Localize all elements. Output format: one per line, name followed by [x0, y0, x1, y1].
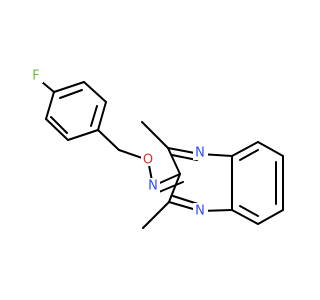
oxygen-label-bg: [141, 152, 155, 166]
bond-benzo-2: [257, 141, 284, 157]
ring-nitrogen-bottom-label: N: [195, 204, 205, 219]
bond-c3-c2: [167, 147, 181, 175]
diazepine-ring: [167, 147, 233, 212]
bond-benzo-inner-3: [239, 205, 259, 217]
bond-ring-a5: [45, 118, 69, 141]
bond-methyl-top: [141, 121, 169, 149]
fluorine-label-bg: [31, 69, 43, 83]
bond-benzo-5: [231, 209, 259, 225]
bond-c4-n5-inner: [172, 195, 199, 205]
bond-ring-a-inner-1: [59, 89, 83, 99]
bond-c2-n1-inner: [171, 154, 198, 161]
bond-c3-c4: [168, 173, 181, 203]
bond-benzo-inner-1: [239, 149, 259, 161]
ring-nitrogen-top-label-bg: [193, 145, 208, 160]
bond-ring-a2: [83, 81, 107, 103]
oxime-linker: [97, 129, 184, 193]
ring-nitrogen-bottom-label-bg: [193, 203, 208, 218]
oxygen-label: O: [143, 153, 153, 168]
ring-nitrogen-top-label: N: [195, 146, 205, 161]
bond-ring-a6: [45, 91, 55, 120]
fluorine-label: F: [32, 69, 39, 84]
bond-ring-a4: [67, 129, 99, 141]
bond-f-c: [41, 81, 55, 93]
bond-ring-ch2: [97, 129, 120, 151]
bond-methyl-bottom: [142, 201, 170, 229]
bond-ring-a3: [97, 101, 107, 131]
atom-labels: F O N N N: [31, 69, 208, 219]
structure-canvas: F O N N N: [31, 68, 284, 229]
imine-nitrogen-label-bg: [145, 178, 160, 193]
molecule-diagram: F O N N N: [31, 69, 284, 229]
bond-ring-a-inner-2: [90, 105, 98, 127]
bond-benzo-4: [257, 209, 284, 225]
bond-ring-a1: [53, 81, 85, 93]
fluorophenyl-ring: [41, 81, 107, 141]
methyl-groups: [141, 121, 170, 229]
imine-nitrogen-label: N: [148, 179, 158, 194]
bond-benzo-1: [231, 141, 259, 157]
bond-ring-a-inner-3: [50, 116, 68, 134]
benzo-ring: [231, 141, 284, 225]
bond-n-c-inner: [158, 181, 184, 193]
